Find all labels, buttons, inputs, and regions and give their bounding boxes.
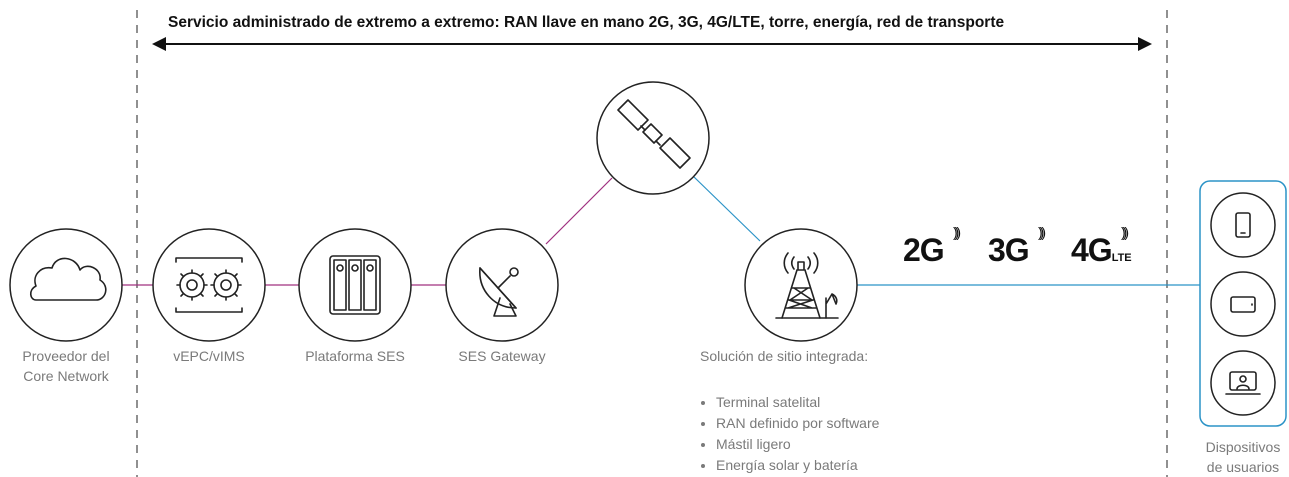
vepc-node [152, 228, 266, 342]
satellite-node [596, 81, 710, 195]
diagram-title: Servicio administrado de extremo a extre… [168, 14, 1005, 31]
signal-waves-icon: ))) [1038, 224, 1046, 240]
feature-item: Mástil ligero [716, 434, 879, 455]
tech-3g-label: 3G [988, 232, 1030, 268]
tech-4g: 4GLTE ))) [1071, 224, 1132, 269]
tech-lte-label: LTE [1111, 252, 1132, 264]
gears-icon [175, 257, 243, 313]
laptop-user-icon [1225, 371, 1261, 395]
devices-panel [1199, 180, 1287, 427]
core-links [122, 177, 613, 286]
access-links [692, 175, 1200, 286]
tablet-icon [1230, 296, 1256, 313]
smartphone-icon [1235, 212, 1251, 238]
signal-waves-icon: ))) [1121, 224, 1129, 240]
signal-waves-icon: ))) [953, 224, 961, 240]
tech-2g-label: 2G [903, 232, 945, 268]
tech-2g: 2G ))) [903, 224, 961, 269]
feature-item: RAN definido por software [716, 413, 879, 434]
core-network-node [9, 228, 123, 342]
satellite-dish-icon [479, 267, 519, 317]
tech-3g: 3G ))) [988, 224, 1046, 269]
cell-tower-icon [775, 252, 839, 319]
span-arrow [152, 37, 1152, 51]
core-network-label: Proveedor del Core Network [22, 348, 110, 384]
link-satellite-site [692, 175, 761, 242]
site-feature-list: Terminal satelital RAN definido por soft… [700, 392, 879, 476]
server-rack-icon [329, 255, 381, 315]
feature-item: Energía solar y batería [716, 455, 879, 476]
site-node [744, 228, 858, 342]
satellite-icon [617, 99, 691, 169]
gateway-node [445, 228, 559, 342]
platform-label: Plataforma SES [305, 348, 405, 364]
devices-label: Dispositivos de usuarios [1205, 439, 1281, 475]
tech-4g-label: 4G [1071, 232, 1113, 268]
vepc-label: vEPC/vIMS [173, 348, 245, 364]
feature-item: Terminal satelital [716, 392, 879, 413]
cloud-icon [29, 257, 107, 301]
gateway-label: SES Gateway [458, 348, 546, 364]
platform-node [298, 228, 412, 342]
site-label: Solución de sitio integrada: [700, 348, 869, 364]
link-gateway-satellite [545, 177, 613, 245]
